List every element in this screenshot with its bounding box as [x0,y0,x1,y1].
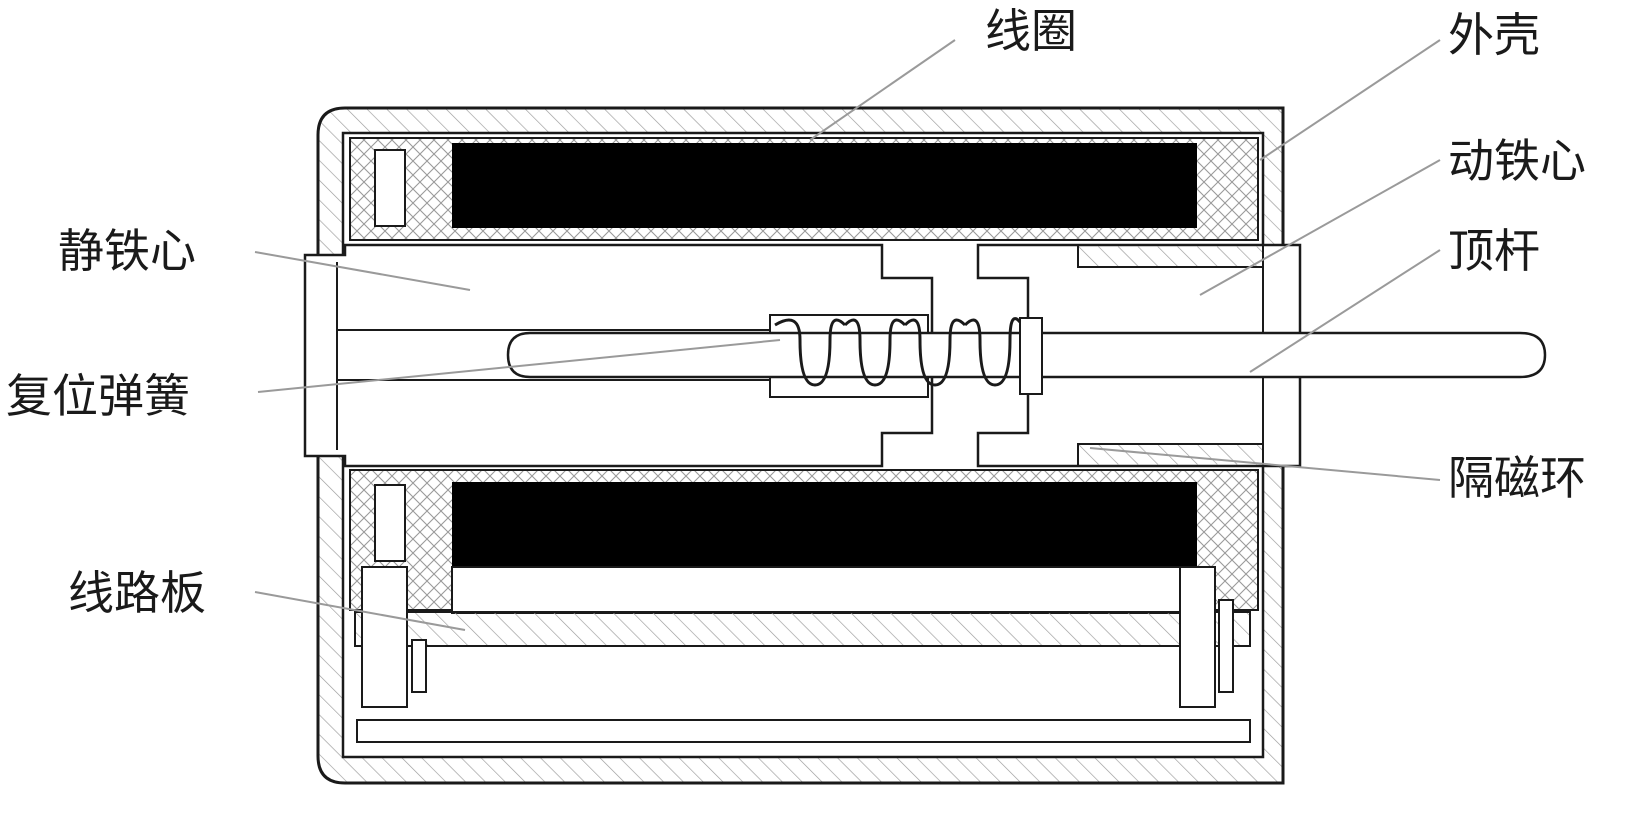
moving-core-label: 动铁心 [1448,134,1586,188]
push-rod-label: 顶杆 [1448,224,1540,278]
coil-label: 线圈 [985,4,1077,58]
static-core-label: 静铁心 [58,224,196,278]
return-spring [774,317,1022,387]
circuit-board [354,566,1251,743]
leader-lines [254,39,1441,631]
housing-label: 外壳 [1448,8,1540,62]
circuit-board-label: 线路板 [68,566,206,620]
isolation-ring-label: 隔磁环 [1448,451,1586,505]
coil-winding [451,143,1197,614]
push-rod [506,317,1547,395]
return-spring-label: 复位弹簧 [6,369,190,423]
